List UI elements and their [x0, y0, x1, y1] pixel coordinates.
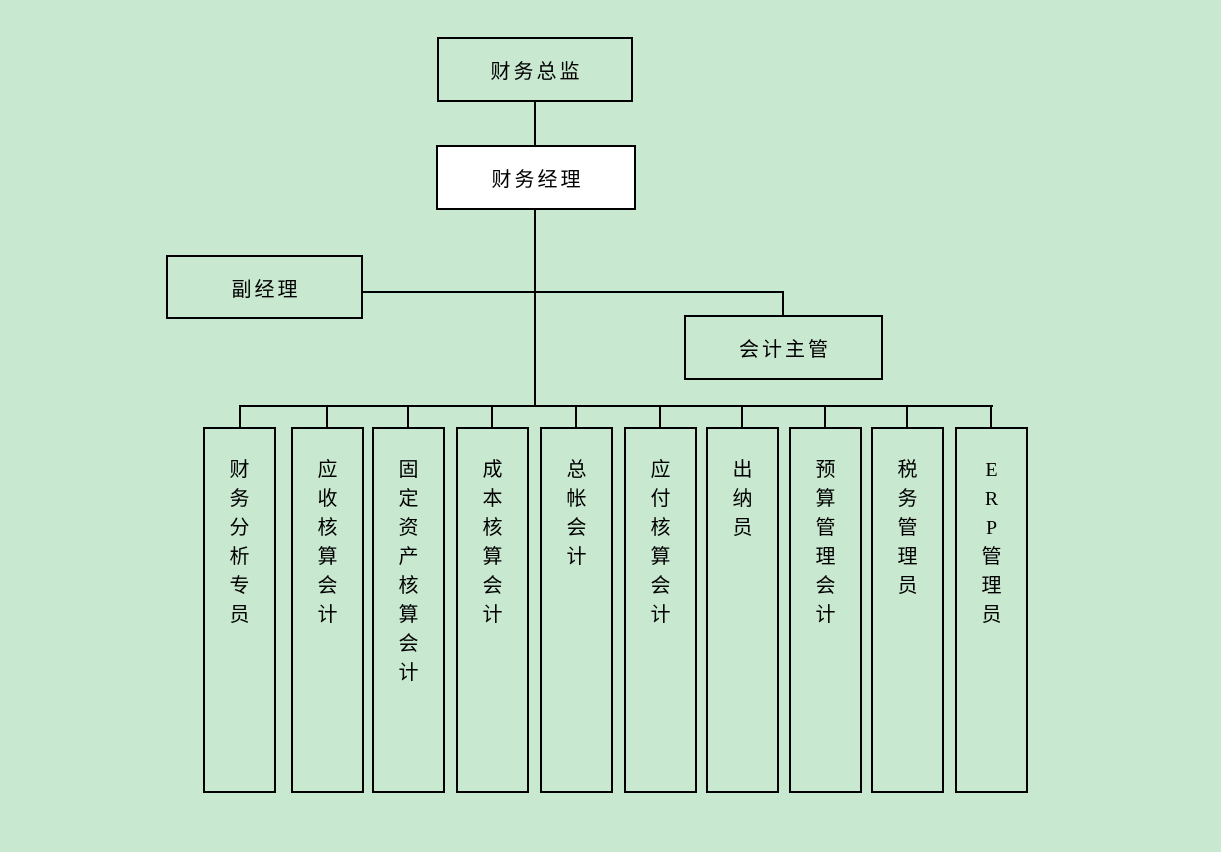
node-cost-accountant[interactable]: 成本核算会计 — [456, 427, 529, 793]
node-fixed-assets-accountant[interactable]: 固定资产核算会计 — [372, 427, 445, 793]
connector-deputy-horizontal — [362, 291, 784, 293]
node-label: 出纳员 — [732, 459, 753, 539]
node-label: 成本核算会计 — [482, 459, 503, 626]
connector-director-manager — [534, 101, 536, 146]
node-deputy-manager[interactable]: 副经理 — [166, 255, 363, 319]
node-tax-administrator[interactable]: 税务管理员 — [871, 427, 944, 793]
node-label: 税务管理员 — [897, 459, 918, 597]
node-label: 预算管理会计 — [815, 459, 836, 626]
connector-stub — [491, 405, 493, 429]
node-general-ledger-accountant[interactable]: 总帐会计 — [540, 427, 613, 793]
node-label: ERP管理员 — [981, 459, 1002, 626]
connector-stub — [824, 405, 826, 429]
connector-stub — [575, 405, 577, 429]
node-cashier[interactable]: 出纳员 — [706, 427, 779, 793]
connector-manager-trunk — [534, 209, 536, 407]
node-financial-analysis-specialist[interactable]: 财务分析专员 — [203, 427, 276, 793]
connector-supervisor-drop — [782, 291, 784, 317]
node-label: 财务分析专员 — [229, 459, 250, 626]
connector-stub — [741, 405, 743, 429]
connector-stub — [990, 405, 992, 429]
node-label: 固定资产核算会计 — [398, 459, 419, 684]
node-label: 应付核算会计 — [650, 459, 671, 626]
node-label: 应收核算会计 — [317, 459, 338, 626]
node-accounts-receivable-accountant[interactable]: 应收核算会计 — [291, 427, 364, 793]
node-label: 总帐会计 — [566, 459, 587, 568]
connector-stub — [906, 405, 908, 429]
connector-positions-horizontal — [239, 405, 993, 407]
connector-stub — [239, 405, 241, 429]
node-erp-administrator[interactable]: ERP管理员 — [955, 427, 1028, 793]
node-budget-management-accountant[interactable]: 预算管理会计 — [789, 427, 862, 793]
connector-stub — [407, 405, 409, 429]
connector-stub — [659, 405, 661, 429]
node-accounting-supervisor[interactable]: 会计主管 — [684, 315, 883, 380]
connector-stub — [326, 405, 328, 429]
node-finance-director[interactable]: 财务总监 — [437, 37, 633, 102]
node-finance-manager[interactable]: 财务经理 — [436, 145, 636, 210]
node-accounts-payable-accountant[interactable]: 应付核算会计 — [624, 427, 697, 793]
